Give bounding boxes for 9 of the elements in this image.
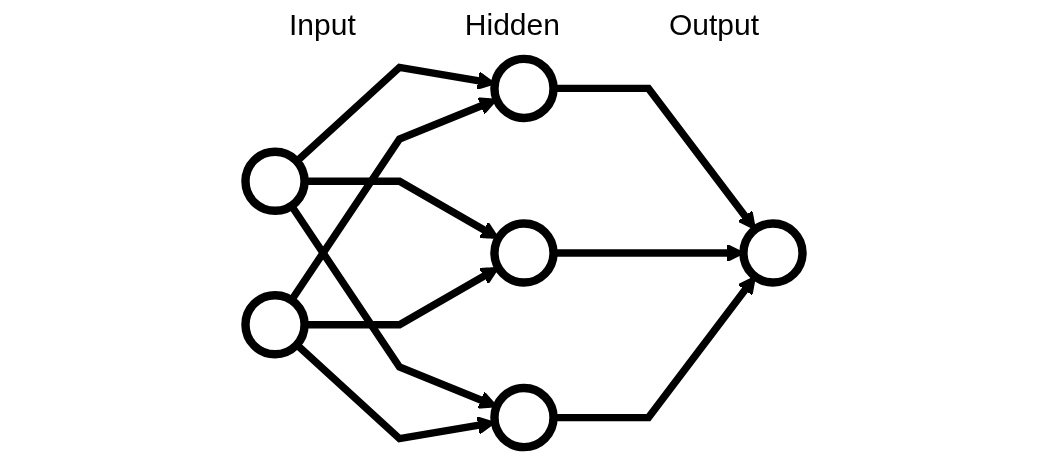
layer-label: Input: [289, 8, 356, 42]
node-circle: [490, 219, 558, 287]
node-circle: [241, 290, 309, 359]
node-circle: [241, 147, 309, 215]
node-circle: [490, 54, 558, 123]
node-circle: [490, 383, 558, 452]
layer-label: Hidden: [464, 8, 560, 42]
node-circle: [739, 219, 807, 287]
layer-label: Output: [668, 8, 759, 42]
